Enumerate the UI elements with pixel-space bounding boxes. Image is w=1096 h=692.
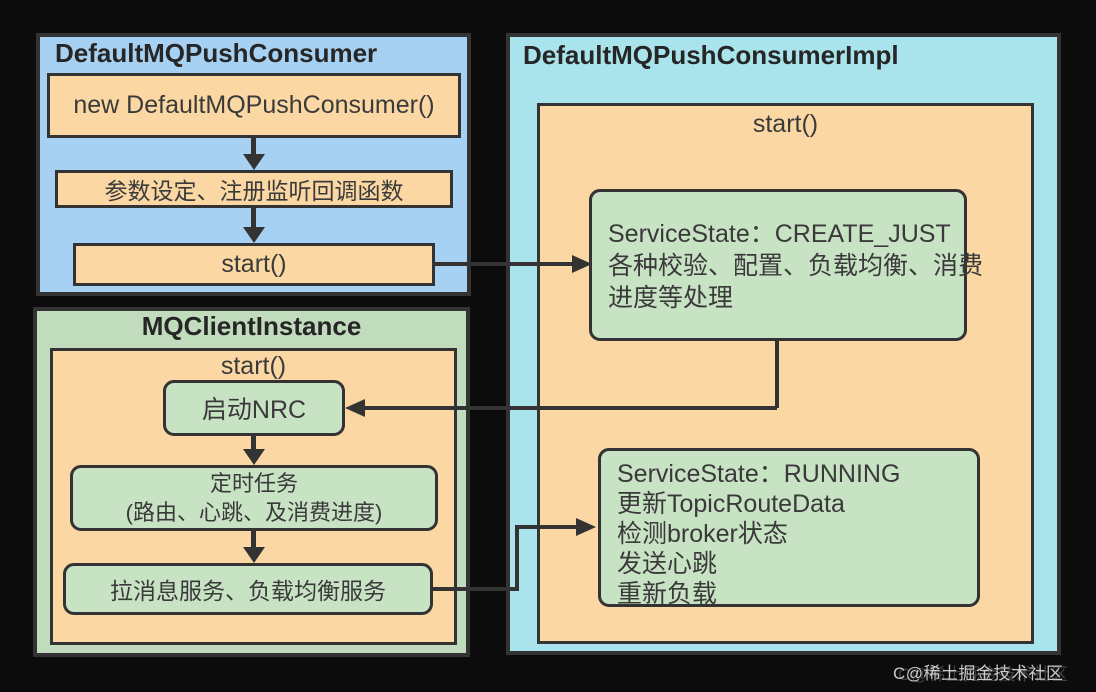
node-pull-service-rebalance-service: 拉消息服务、负载均衡服务 bbox=[63, 563, 433, 615]
arrow-left-icon bbox=[345, 399, 365, 417]
node-scheduled-tasks-line1: 定时任务 bbox=[209, 471, 298, 496]
flow-arrow-stem bbox=[251, 137, 256, 156]
panel-title-mq-client-instance: MQClientInstance bbox=[141, 311, 362, 341]
node-param-setup-register-listener: 参数设定、注册监听回调函数 bbox=[55, 170, 453, 208]
mqclient-start-method-label: start() bbox=[220, 352, 287, 380]
create-just-line: 进度等处理 bbox=[608, 284, 734, 312]
node-service-state-running: ServiceState：RUNNING 更新TopicRouteData 检测… bbox=[598, 448, 980, 608]
arrow-right-icon bbox=[572, 255, 592, 273]
panel-title-default-mq-push-consumer: DefaultMQPushConsumer bbox=[55, 38, 378, 68]
arrow-right-icon bbox=[576, 518, 596, 536]
node-scheduled-tasks: 定时任务 (路由、心跳、及消费进度) bbox=[70, 465, 438, 531]
connector-start-to-create-just bbox=[435, 262, 572, 266]
node-scheduled-tasks-line2: (路由、心跳、及消费进度) bbox=[125, 500, 383, 525]
running-line: 更新TopicRouteData bbox=[617, 490, 845, 518]
arrow-down-icon bbox=[243, 154, 265, 170]
connector-pull-to-running bbox=[519, 525, 576, 529]
node-service-state-create-just: ServiceState：CREATE_JUST 各种校验、配置、负载均衡、消费… bbox=[589, 189, 984, 341]
running-line: 发送心跳 bbox=[617, 550, 718, 578]
running-line: 重新负载 bbox=[617, 580, 718, 608]
flow-arrow-stem bbox=[251, 435, 256, 451]
connector-pull-up bbox=[515, 525, 519, 591]
arrow-down-icon bbox=[243, 547, 265, 563]
node-new-default-mq-push-consumer: new DefaultMQPushConsumer() bbox=[47, 73, 461, 138]
running-line: ServiceState：RUNNING bbox=[617, 460, 901, 488]
panel-title-default-mq-push-consumer-impl: DefaultMQPushConsumerImpl bbox=[523, 40, 899, 70]
running-line: 检测broker状态 bbox=[617, 520, 788, 548]
connector-pull-out bbox=[433, 587, 519, 591]
watermark-text: C@稀土掘金技术社区 bbox=[893, 664, 1064, 683]
flow-arrow-stem bbox=[251, 207, 256, 229]
create-just-line: 各种校验、配置、负载均衡、消费 bbox=[608, 252, 984, 280]
create-just-line: ServiceState：CREATE_JUST bbox=[608, 220, 951, 248]
connector-create-just-to-nrc bbox=[365, 406, 777, 410]
flow-arrow-stem bbox=[251, 530, 256, 549]
arrow-down-icon bbox=[243, 227, 265, 243]
node-start-nrc: 启动NRC bbox=[163, 380, 345, 436]
connector-create-just-down bbox=[775, 341, 779, 408]
node-consumer-start: start() bbox=[73, 243, 435, 286]
arrow-down-icon bbox=[243, 449, 265, 465]
impl-start-method-label: start() bbox=[752, 110, 819, 138]
